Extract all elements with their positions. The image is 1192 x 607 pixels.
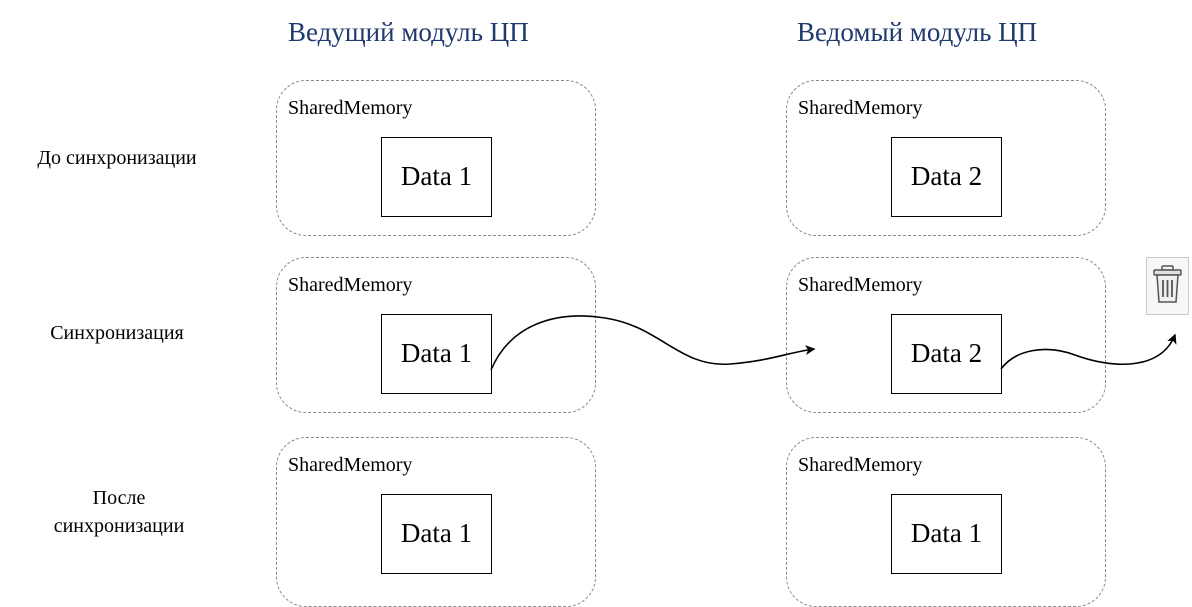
shared-memory-label: SharedMemory	[288, 274, 413, 296]
shared-memory-label: SharedMemory	[288, 97, 413, 119]
master-cpu-title: Ведущий модуль ЦП	[288, 17, 529, 47]
shared-memory-slave-after: SharedMemory Data 1	[786, 437, 1106, 607]
shared-memory-master-after: SharedMemory Data 1	[276, 437, 596, 607]
row-label-after-line2: синхронизации	[53, 515, 185, 537]
row-label-before-sync: До синхронизации	[37, 147, 197, 169]
slave-cpu-title: Ведомый модуль ЦП	[797, 17, 1038, 47]
shared-memory-master-sync: SharedMemory Data 1	[276, 257, 596, 413]
data-block-slave-after: Data 1	[891, 494, 1002, 574]
shared-memory-slave-before: SharedMemory Data 2	[786, 80, 1106, 236]
shared-memory-label: SharedMemory	[798, 454, 923, 476]
data-block-master-sync: Data 1	[381, 314, 492, 394]
shared-memory-label: SharedMemory	[798, 97, 923, 119]
row-label-after-line1: После	[92, 487, 146, 509]
data-block-master-after: Data 1	[381, 494, 492, 574]
row-label-sync: Синхронизация	[50, 322, 184, 344]
shared-memory-label: SharedMemory	[798, 274, 923, 296]
data-block-master-before: Data 1	[381, 137, 492, 217]
data-block-slave-before: Data 2	[891, 137, 1002, 217]
shared-memory-slave-sync: SharedMemory Data 2	[786, 257, 1106, 413]
trash-icon	[1146, 257, 1189, 315]
shared-memory-label: SharedMemory	[288, 454, 413, 476]
shared-memory-master-before: SharedMemory Data 1	[276, 80, 596, 236]
row-label-after-sync: После синхронизации	[0, 484, 238, 540]
data-block-slave-sync: Data 2	[891, 314, 1002, 394]
